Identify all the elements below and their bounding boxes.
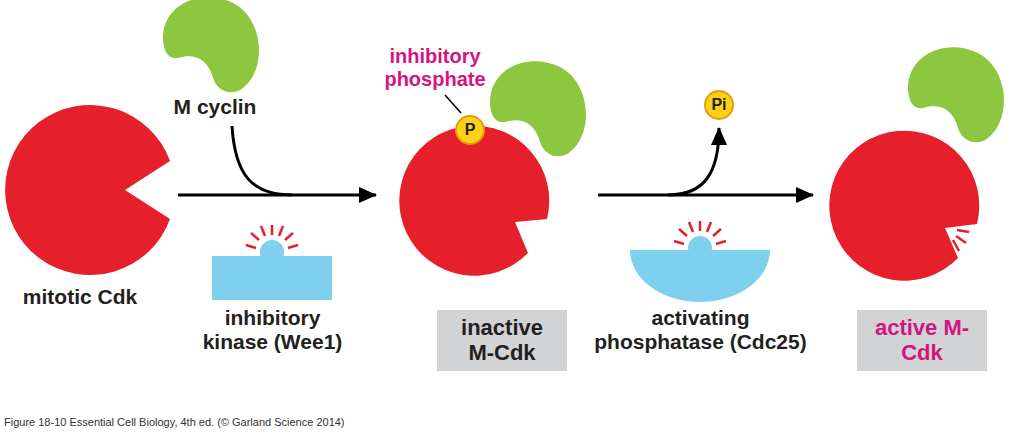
protein-name: inhibitory kinase (Wee1) [195,306,350,354]
phosphate-circle: P [455,115,485,145]
figure-caption: Figure 18-10 Essential Cell Biology, 4th… [4,416,345,428]
cdk-node: mitotic Cdk [0,100,178,315]
phosphatase-active-site [688,236,712,260]
reaction-arrow [178,194,376,197]
state-label: active M-Cdk [857,310,987,371]
activity-rays [246,225,298,248]
complex-node: inactive M-Cdk P [378,100,598,380]
protein-name: M cyclin [160,95,270,119]
activity-rays [953,230,969,251]
reaction-arrow [598,194,813,197]
state-label: inactive M-Cdk [437,310,567,371]
cdk-shape [5,105,170,275]
phosphate-symbol: P [465,121,476,139]
kinase-active-site [260,240,284,264]
cdk-shape [829,131,979,281]
complex-node: active M-Cdk [815,100,1020,380]
cyclin-join-line [232,126,292,195]
phosphate-circle: Pi [704,90,734,120]
cdk-shape [399,126,549,276]
protein-name: mitotic Cdk [23,285,137,309]
protein-name: activating phosphatase (Cdc25) [588,306,813,354]
phosphate-symbol: Pi [711,96,726,114]
leader-line [445,95,461,113]
callout-label: inhibitory phosphate [375,45,495,91]
cyclin-shape [163,0,259,92]
phosphate-release-line [668,128,719,195]
activity-rays [674,221,726,244]
cyclin-shape [490,61,586,156]
cyclin-shape [908,47,1004,142]
